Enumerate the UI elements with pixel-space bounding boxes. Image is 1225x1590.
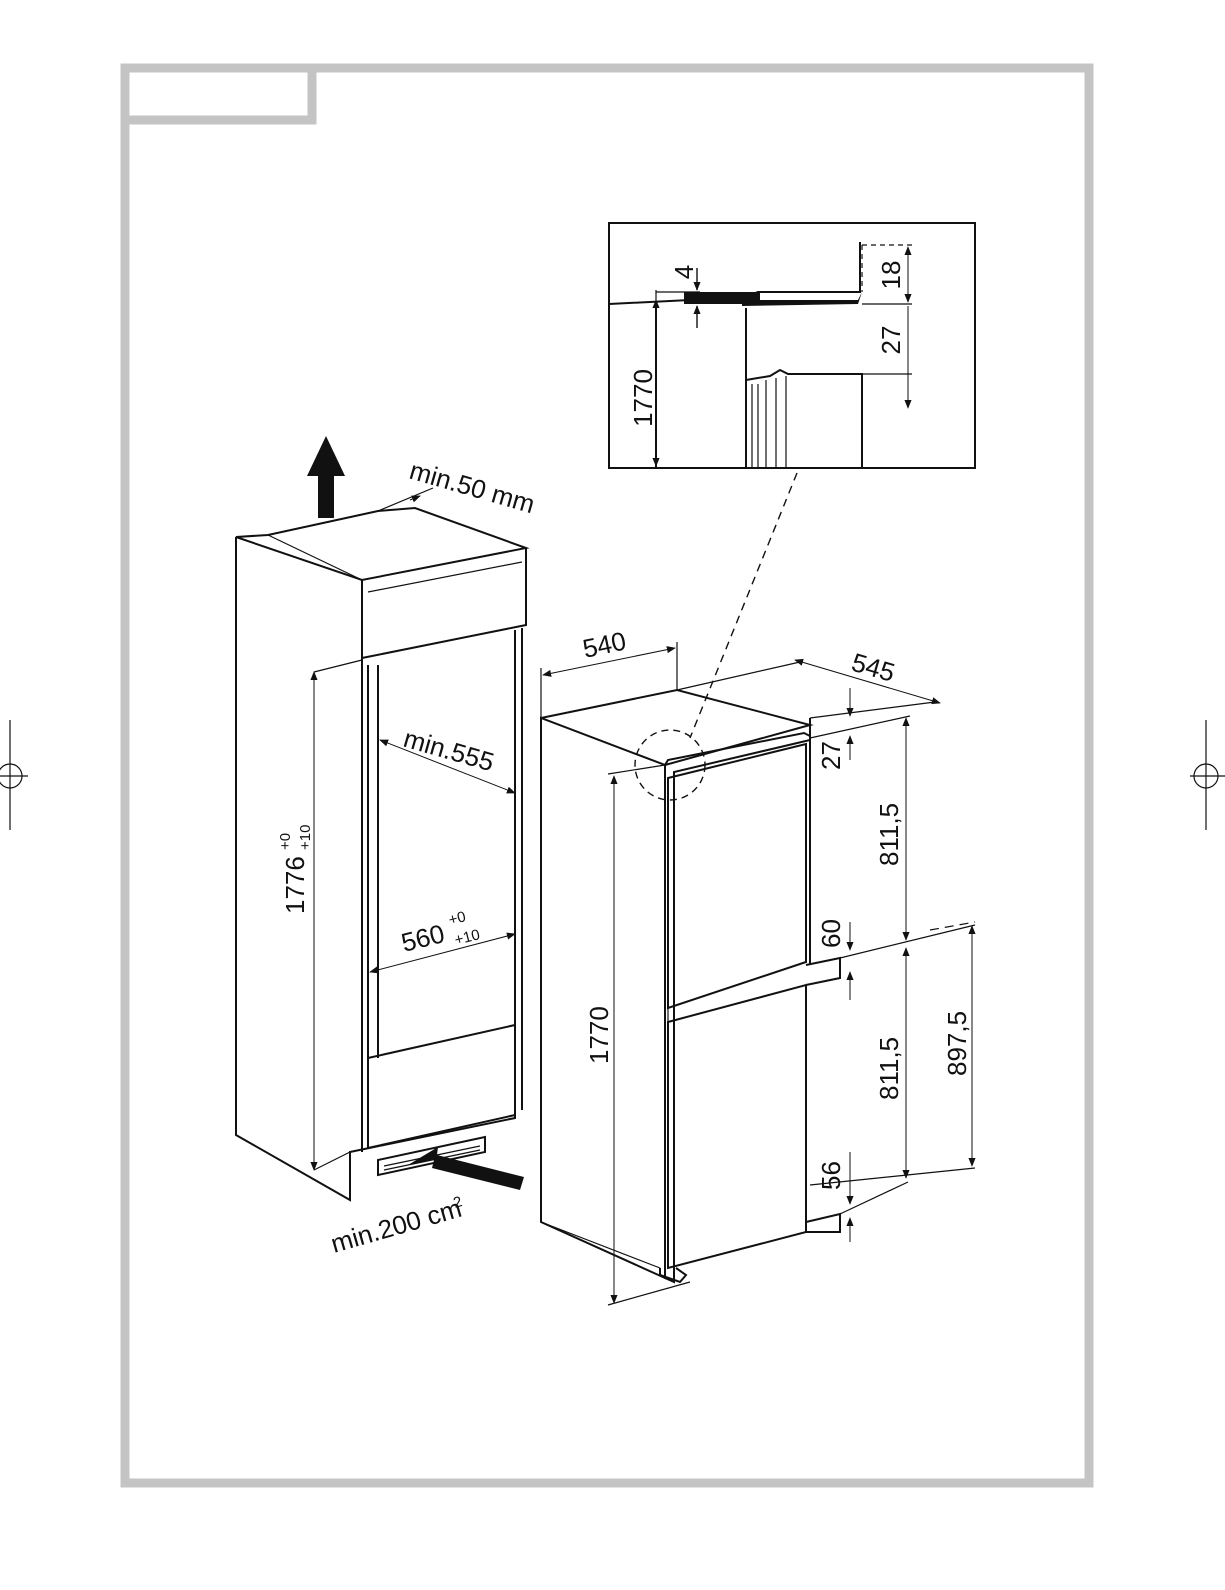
detail-height-label: 1770 — [628, 369, 658, 427]
detail-inset: 1770 4 18 27 — [609, 223, 975, 468]
appliance-height-label: 1770 — [584, 1006, 614, 1064]
detail-gap-label: 4 — [669, 265, 699, 279]
niche-height-tol-lower: +10 — [297, 825, 314, 850]
niche-height-tol-upper: +0 — [277, 833, 294, 850]
niche-width-tol-lower: +10 — [453, 926, 482, 949]
appliance-width-label: 540 — [580, 626, 629, 664]
appliance-upper-door-label: 811,5 — [874, 803, 904, 866]
crop-mark-left — [0, 720, 28, 830]
crop-mark-right — [1190, 720, 1225, 830]
niche-vent-bottom-label: min.200 cm — [327, 1193, 464, 1259]
niche-width-label: 560 — [398, 918, 447, 958]
vent-up-arrow-icon — [307, 436, 345, 518]
appliance-top-gap-label: 27 — [816, 741, 846, 770]
niche-width-tol-upper: +0 — [447, 908, 468, 929]
niche-drawing: min.50 mm 1776 +0 +10 min.555 560 +0 +10… — [236, 436, 538, 1259]
appliance-lower-section-label: 897,5 — [942, 1011, 972, 1076]
niche-vent-top-label: min.50 mm — [406, 455, 538, 519]
niche-depth-label: min.555 — [400, 723, 497, 777]
appliance-depth-label: 545 — [848, 647, 898, 688]
appliance-middle-gap-label: 60 — [816, 919, 846, 948]
detail-hinge-offset-label: 27 — [876, 326, 906, 355]
appliance-drawing: 540 545 1770 27 811,5 60 811,5 897,5 56 — [541, 626, 975, 1305]
appliance-bottom-gap-label: 56 — [816, 1161, 846, 1190]
niche-height-label: 1776 — [280, 856, 310, 914]
detail-top-offset-label: 18 — [876, 261, 906, 290]
appliance-lower-door-label: 811,5 — [874, 1037, 904, 1100]
